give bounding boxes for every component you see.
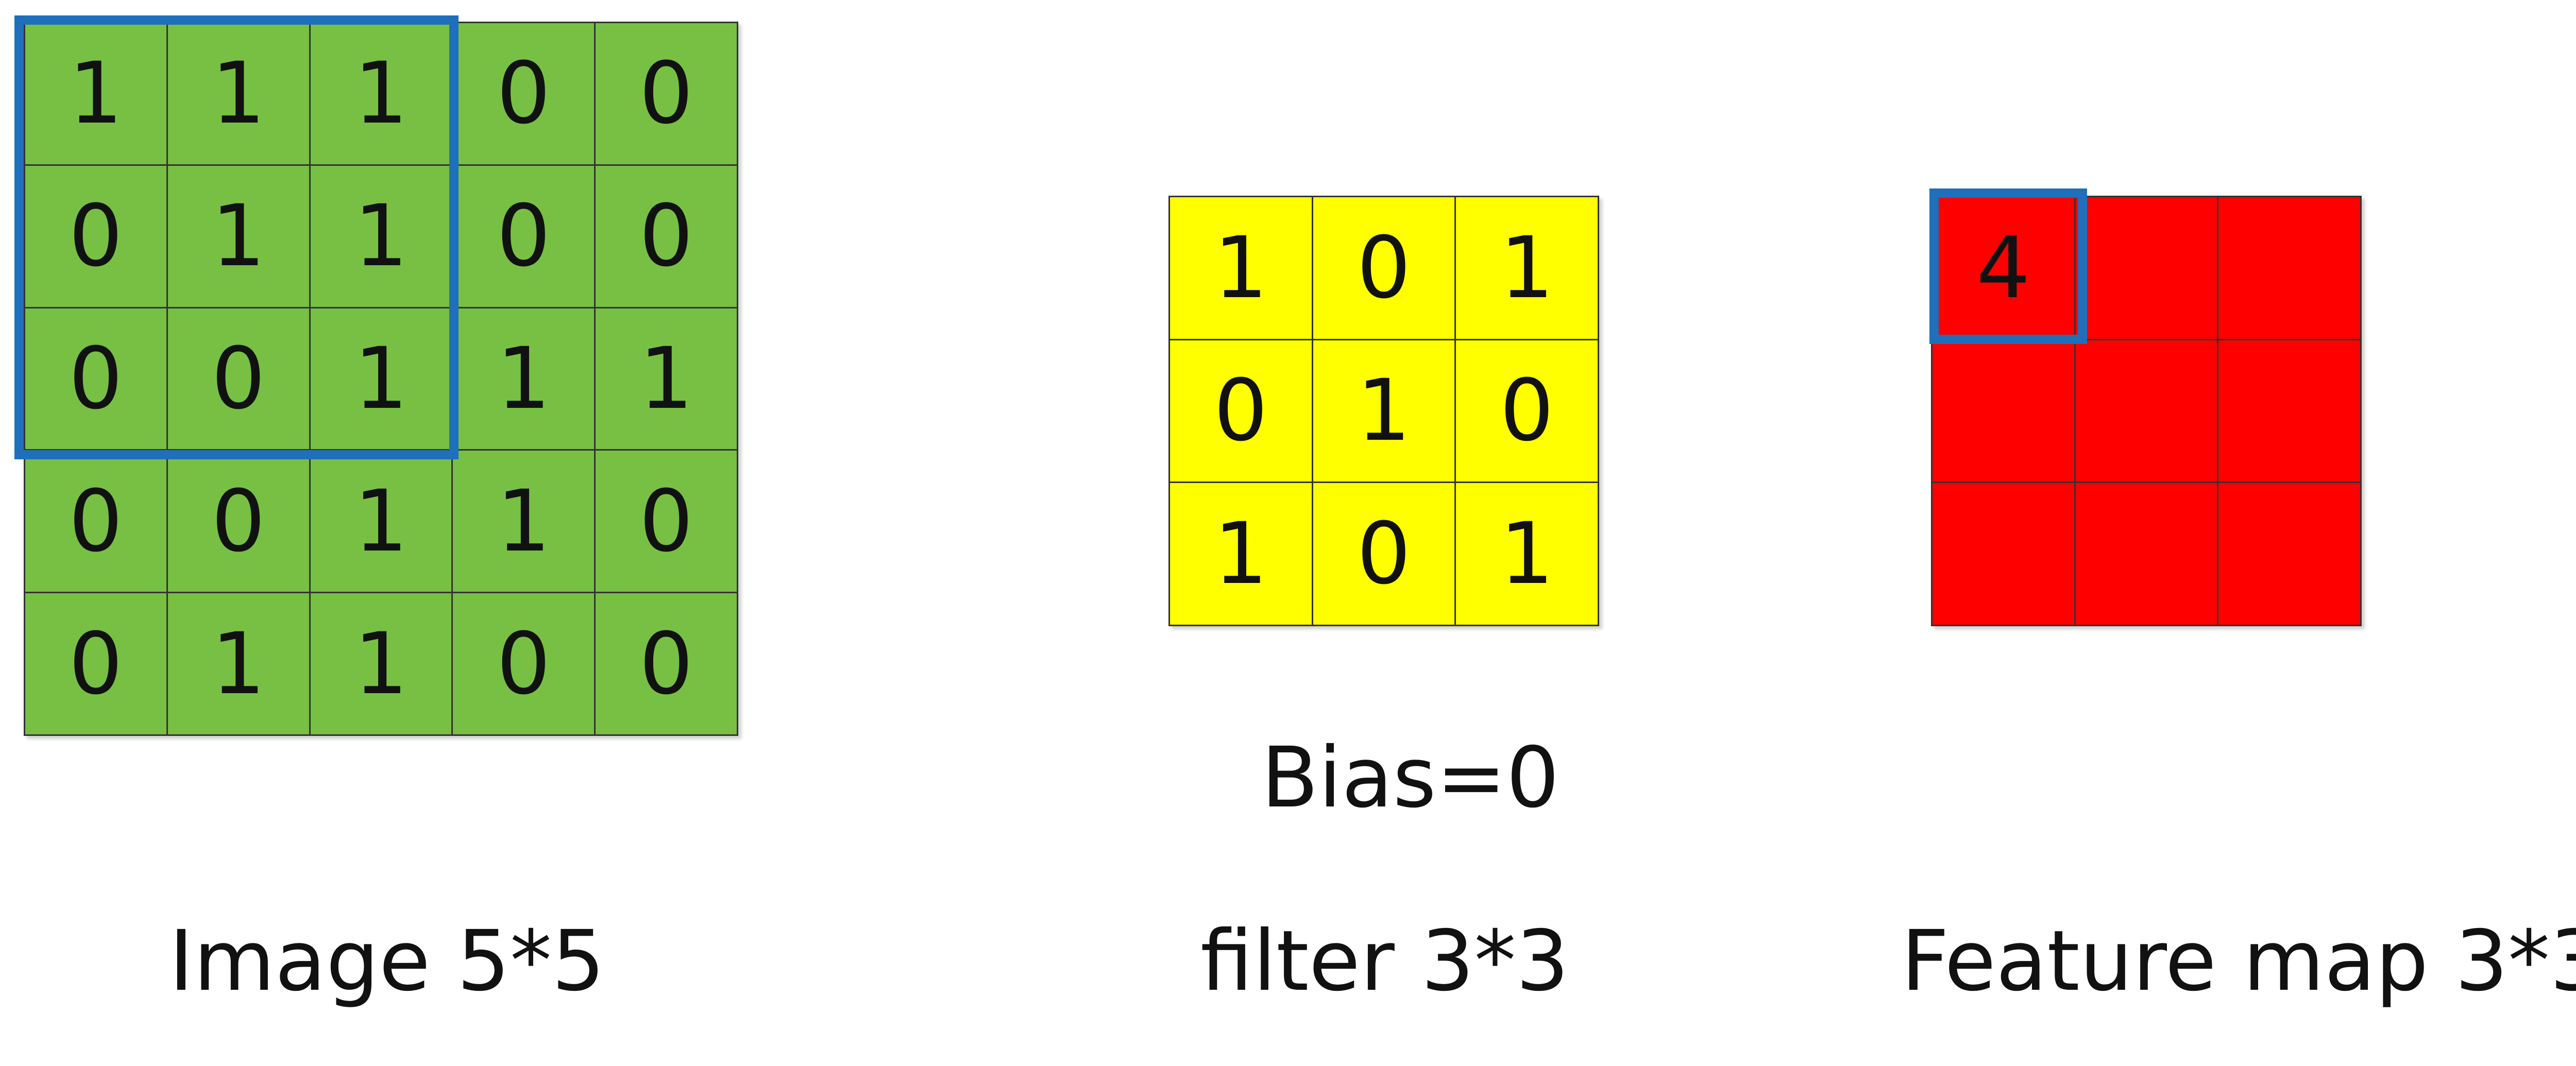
image-cell: 0 — [25, 308, 168, 451]
image-cell: 0 — [25, 451, 168, 594]
image-cell: 0 — [596, 451, 738, 594]
image-cell: 1 — [453, 451, 596, 594]
image-cell: 0 — [25, 165, 168, 308]
image-cell: 0 — [453, 593, 596, 736]
image-cell: 0 — [453, 165, 596, 308]
feature-map-grid: 4 — [1931, 196, 2362, 626]
image-cell: 1 — [25, 23, 168, 166]
feature-map-cell: 4 — [1933, 197, 2076, 340]
image-cell: 0 — [596, 593, 738, 736]
feature-map-cell — [1933, 340, 2076, 484]
image-cell: 0 — [25, 593, 168, 736]
image-cell: 1 — [310, 165, 453, 308]
feature-map-cell — [2218, 483, 2362, 626]
image-cell: 1 — [596, 308, 738, 451]
image-cell: 1 — [453, 308, 596, 451]
feature-map-cell — [2218, 340, 2362, 484]
image-cell: 1 — [167, 165, 311, 308]
filter-cell: 1 — [1170, 197, 1313, 340]
image-cell: 0 — [167, 451, 311, 594]
image-cell: 1 — [310, 593, 453, 736]
image-cell: 1 — [310, 308, 453, 451]
image-cell: 1 — [310, 451, 453, 594]
filter-cell: 0 — [1313, 197, 1456, 340]
filter-cell: 1 — [1170, 483, 1313, 626]
feature-map-cell — [2075, 483, 2219, 626]
image-cell: 0 — [453, 23, 596, 166]
image-cell: 0 — [596, 165, 738, 308]
image-grid: 1 1 1 0 0 0 1 1 0 0 0 0 1 1 1 0 0 1 1 0 … — [24, 22, 738, 736]
image-cell: 0 — [596, 23, 738, 166]
feature-map-cell — [2075, 340, 2219, 484]
filter-cell: 0 — [1456, 340, 1599, 484]
image-cell: 1 — [167, 593, 311, 736]
bias-label: Bias=0 — [1261, 730, 1560, 827]
filter-label: filter 3*3 — [1200, 913, 1569, 1010]
image-cell: 1 — [310, 23, 453, 166]
feature-map-label: Feature map 3*3 — [1901, 913, 2576, 1010]
filter-cell: 1 — [1456, 483, 1599, 626]
filter-cell: 0 — [1313, 483, 1456, 626]
filter-cell: 1 — [1313, 340, 1456, 484]
image-cell: 0 — [167, 308, 311, 451]
image-cell: 1 — [167, 23, 311, 166]
filter-grid: 1 0 1 0 1 0 1 0 1 — [1168, 196, 1599, 626]
image-label: Image 5*5 — [169, 913, 605, 1010]
filter-cell: 0 — [1170, 340, 1313, 484]
feature-map-cell — [2075, 197, 2219, 340]
filter-cell: 1 — [1456, 197, 1599, 340]
feature-map-cell — [1933, 483, 2076, 626]
feature-map-cell — [2218, 197, 2362, 340]
